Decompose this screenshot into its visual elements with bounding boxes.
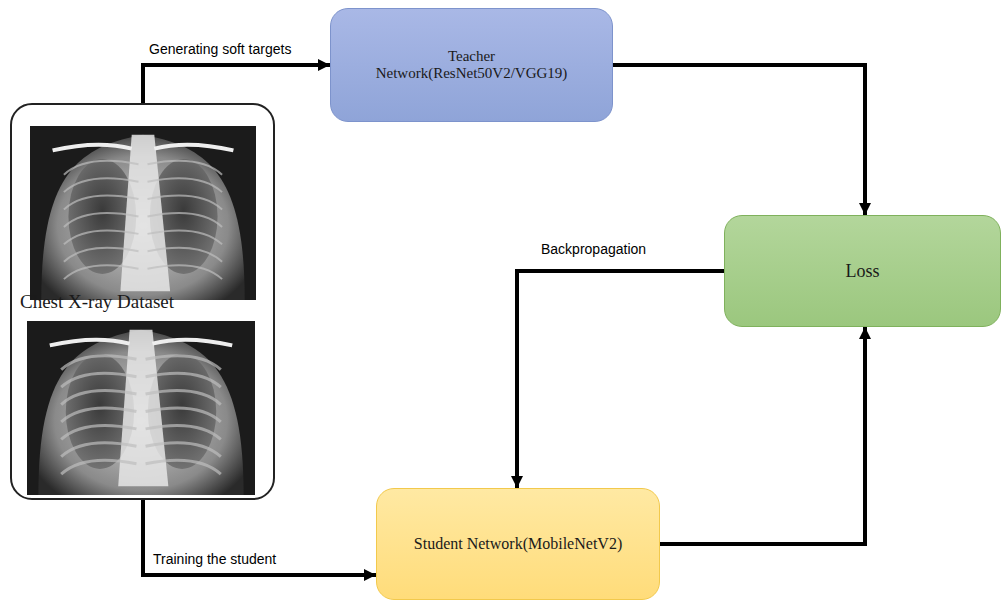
xray-image xyxy=(27,321,255,495)
node-label: Loss xyxy=(845,261,879,282)
loss-box: Loss xyxy=(724,215,1001,327)
node-label: Chest X-ray Dataset xyxy=(20,291,174,313)
dataset-box: Chest X-ray Dataset xyxy=(10,103,275,500)
student-box: Student Network(MobileNetV2) xyxy=(376,488,660,600)
teacher-box: Teacher Network(ResNet50V2/VGG19) xyxy=(330,8,613,122)
edge-label: Training the student xyxy=(151,551,278,567)
edge-label: Backpropagation xyxy=(539,241,648,257)
node-label: Student Network(MobileNetV2) xyxy=(414,535,622,553)
node-label: Teacher Network(ResNet50V2/VGG19) xyxy=(351,48,592,82)
xray-image xyxy=(30,126,256,300)
arrow-connector xyxy=(143,65,330,103)
arrow-connector xyxy=(660,327,865,544)
edge-label: Generating soft targets xyxy=(147,41,293,57)
arrow-connector xyxy=(143,500,376,575)
arrow-connector xyxy=(613,65,865,215)
arrow-connector xyxy=(517,271,724,488)
